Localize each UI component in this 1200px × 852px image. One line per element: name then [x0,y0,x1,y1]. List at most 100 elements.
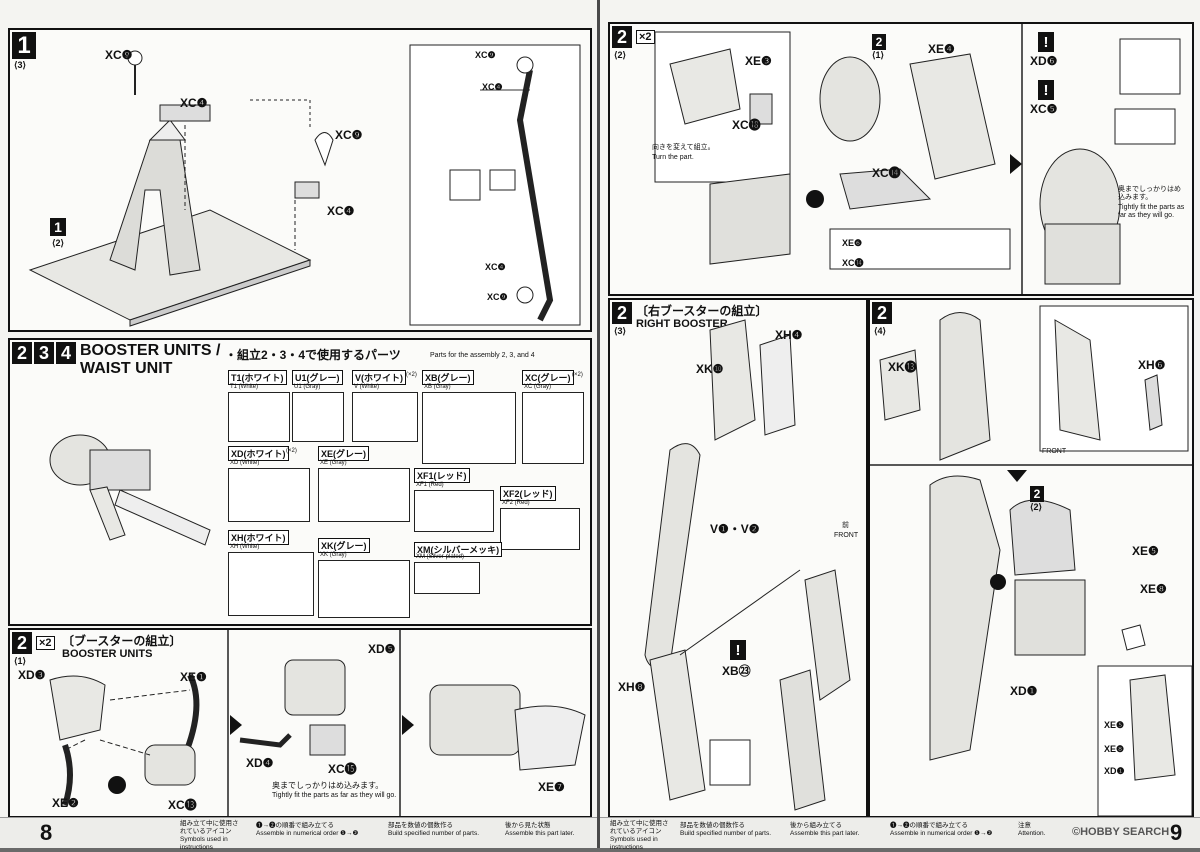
fit-note-en: Tightly fit the parts as far as they wil… [1118,204,1185,219]
runner-tag: XB(グレー) [422,370,474,385]
step1-panel: 1 ⟨3⟩ [8,28,592,332]
parts-heading-en: Parts for the assembly 2, 3, and 4 [430,352,535,359]
waist-panel: 2 ⟨2⟩ ×2 向きを変えて組立。 Turn t [608,22,1194,296]
left-footer: 8 組み立て中に使用されているアイコン Symbols used in inst… [0,817,600,851]
runner-tag: XE(グレー) [318,446,370,461]
runner-XE [318,468,410,522]
icon-legend-jp: 部品を数値の個数作る [680,822,745,829]
attention-icon: ! [1038,80,1054,100]
section-title: BOOSTER UNITS / [80,342,221,359]
part-label: XD❶ [1010,684,1038,698]
part-label: V❶・V❷ [710,522,760,536]
part-label: XH❹ [775,328,803,342]
runner-tag: V(ホワイト) [352,370,406,385]
part-label: XE❻ [842,238,863,248]
icon-legend: 後から見た状態 Assemble this part later. [505,822,597,838]
runner-sub: XE (Gray) [320,460,347,466]
runner-tag: XD(ホワイト) [228,446,289,461]
runner-sub: XM (Silver-plated) [416,554,465,560]
section-title: WAIST UNIT [80,360,173,377]
step24-drawing [870,305,1192,816]
runner-sub: XD (White) [230,460,260,466]
icon-legend-en: Assemble in numerical order ❶→❷ [890,830,993,837]
part-label: XE❽ [1140,582,1167,596]
base-step-sub: ⟨2⟩ [52,238,65,248]
icons-heading-jp: 組み立て中に使用されているアイコン [610,820,669,835]
section-title-jp: 〔右ブースターの組立〕 [636,304,768,318]
booster-overview-drawing [49,434,211,546]
part-label: XE❼ [538,780,565,794]
step-sub: ⟨3⟩ [14,60,27,70]
page-number: 8 [40,820,53,845]
part-label: XC❾ [487,292,508,302]
icon-legend: ❶→❷の順番で組み立てる Assemble in numerical order… [256,822,366,838]
part-label: XC❾ [335,128,363,142]
step24-panel: 2 ⟨4⟩ XK⓭ XH❻ FRONT 2 [868,298,1194,818]
inset-label: XE❽ [1104,744,1125,754]
icon-legend-jp: 後から組み立てる [790,822,842,829]
runner-tag: XF2(レッド) [500,486,556,501]
step-number: 2 [12,342,32,364]
part-label: XE❹ [928,42,955,56]
step-number: 2 [12,632,32,654]
runner-tag: T1(ホワイト) [228,370,287,385]
runner-XM [414,562,480,594]
fit-note-jp: 奥までしっかりはめ込みます。 [272,781,384,790]
part-label: XD❻ [1030,54,1058,68]
icon-legend-jp: ❶→❷の順番で組み立てる [890,822,968,829]
part-label: XC⓲ [732,118,761,132]
runner-XD [228,468,310,522]
runner-count: (×2) [406,372,417,378]
runner-tag: XC(グレー) [522,370,574,385]
icon-legend-en: Assemble this part later. [790,830,860,837]
right-footer: 組み立て中に使用されているアイコン Symbols used in instru… [600,817,1200,851]
runner-sub: XB (Gray) [424,384,451,390]
runner-tag: XF1(レッド) [414,468,470,483]
icons-heading-en: Symbols used in instructions [610,836,658,851]
part-label: XD❹ [246,756,274,770]
icon-legend: ❶→❷の順番で組み立てる Assemble in numerical order… [890,822,1010,838]
part-label: XD❸ [18,668,46,682]
step-sub: ⟨4⟩ [874,326,887,336]
section-title-en: BOOSTER UNITS [62,648,153,660]
icon-legend-en: Attention. [1018,830,1046,837]
part-label: XH❽ [618,680,646,694]
part-label: XE❺ [1132,544,1159,558]
watermark: ©HOBBY SEARCH [1072,826,1170,838]
sub-step-sub: ⟨1⟩ [872,50,885,60]
runner-sub: T1 (White) [230,384,259,390]
front-indicator: FRONT [1042,448,1067,455]
action-base-drawing [28,44,581,327]
section-title-jp: 〔ブースターの組立〕 [62,634,182,648]
count-badge: ×2 [636,30,655,44]
step-number: 3 [34,342,54,364]
runner-XC [522,392,584,464]
part-label: XH❻ [1138,358,1166,372]
icons-heading-jp: 組み立て中に使用されているアイコン [180,820,239,835]
attention-icon: ! [1038,32,1054,52]
part-label: XB㉓ [722,664,751,678]
icon-legend: 後から組み立てる Assemble this part later. [790,822,880,838]
runner-sub: XF1 (Red) [416,482,444,488]
runner-sub: XH (White) [230,544,260,550]
section-title-en: RIGHT BOOSTER [636,318,728,330]
left-page: 1 ⟨3⟩ [0,0,600,851]
runner-sub: U1 (Gray) [294,384,321,390]
sub-step-marker: 2 [872,34,886,50]
part-label: XC⓭ [168,798,197,812]
part-label: XC❹ [485,262,506,272]
part-label: XD❺ [368,642,396,656]
runner-XF1 [414,490,494,532]
step-number: 4 [56,342,76,364]
sub-step-marker: 2 [1030,486,1044,502]
part-label: XC⓮ [872,166,901,180]
parts-list-panel: 2 3 4 BOOSTER UNITS / WAIST UNIT ・組立2・3・… [8,338,592,626]
icon-legend-en: Build specified number of parts. [680,830,772,837]
inset-label: XD❶ [1104,766,1125,776]
right-booster-drawing [644,319,851,811]
icon-legend-en: Build specified number of parts. [388,830,480,837]
part-label: XE❷ [52,796,79,810]
icons-heading: 組み立て中に使用されているアイコン Symbols used in instru… [180,820,242,852]
base-step-marker: 1 [50,218,66,236]
